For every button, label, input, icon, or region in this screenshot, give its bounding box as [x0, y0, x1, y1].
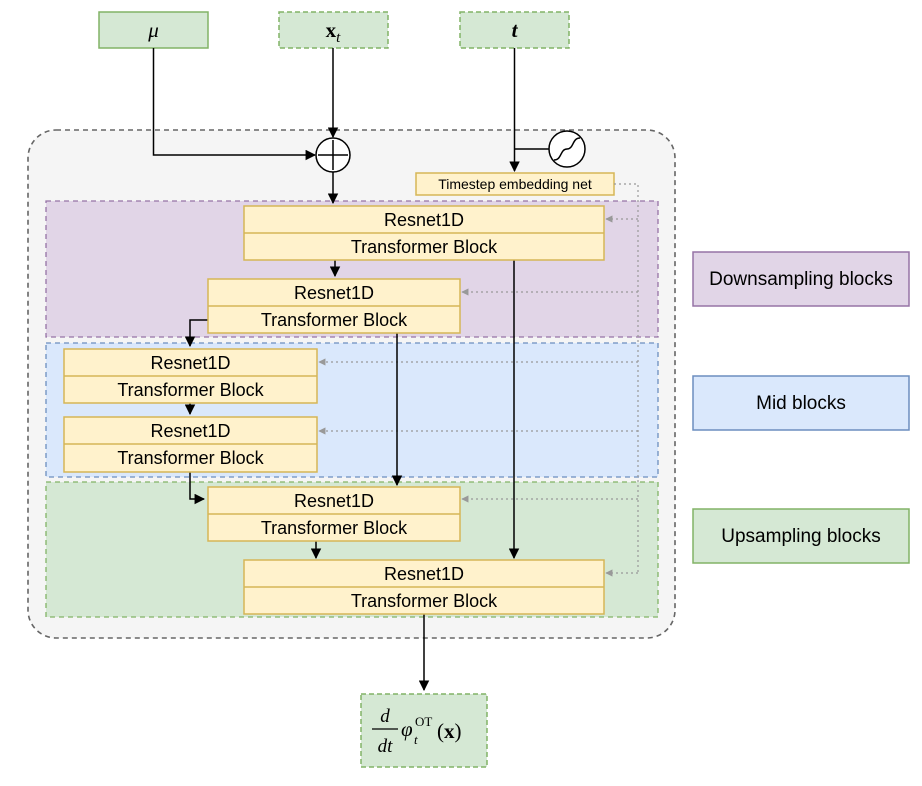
output-numerator: d: [380, 706, 390, 727]
transformer-label: Transformer Block: [261, 310, 408, 330]
input-mu-box: [98, 11, 209, 49]
output-box: [360, 693, 488, 768]
mid-block-2: Resnet1D Transformer Block: [63, 416, 318, 473]
resnet-label: Resnet1D: [294, 491, 374, 511]
down-block-2: Resnet1D Transformer Block: [207, 278, 461, 334]
output-denominator: dt: [378, 736, 394, 757]
mid-block-1: Resnet1D Transformer Block: [63, 348, 318, 404]
legend-mid-label: Mid blocks: [756, 393, 846, 414]
input-t-box: [459, 11, 570, 49]
input-mu-label: μ: [147, 18, 159, 42]
legend-downsampling-box: [692, 251, 910, 307]
legend-downsampling-label: Downsampling blocks: [709, 269, 893, 290]
resnet-label: Resnet1D: [150, 421, 230, 441]
up-block-2: Resnet1D Transformer Block: [243, 559, 605, 615]
legend-upsampling-label: Upsampling blocks: [721, 526, 880, 547]
output-formula: d dt φ OT t (x): [372, 706, 462, 757]
resnet-label: Resnet1D: [384, 564, 464, 584]
legend-upsampling-box: [692, 508, 910, 564]
edge-mu-to-sum: [152, 48, 317, 161]
input-t-label: t: [512, 18, 519, 42]
resnet-label: Resnet1D: [384, 210, 464, 230]
sinusoid-activation-icon: [548, 130, 586, 168]
embedding-feed-lines: [318, 183, 639, 577]
edge-down2-to-mid1: [184, 319, 208, 348]
transformer-label: Transformer Block: [351, 591, 498, 611]
transformer-label: Transformer Block: [117, 380, 264, 400]
legend: Downsampling blocks Mid blocks Upsamplin…: [692, 251, 910, 564]
transformer-label: Transformer Block: [261, 518, 408, 538]
transformer-label: Transformer Block: [117, 448, 264, 468]
edge-mid2-to-up1: [189, 472, 206, 505]
output-phi: φ: [401, 717, 413, 741]
resnet-label: Resnet1D: [150, 353, 230, 373]
transformer-label: Transformer Block: [351, 237, 498, 257]
output-superscript: OT: [415, 714, 432, 729]
timestep-embedding-label: Timestep embedding net: [438, 176, 592, 192]
output-subscript: t: [414, 732, 418, 747]
input-x-box: [278, 11, 389, 49]
resnet-label: Resnet1D: [294, 283, 374, 303]
input-x-label: xt: [326, 18, 342, 46]
down-block-1: Resnet1D Transformer Block: [243, 205, 605, 261]
legend-mid-box: [692, 375, 910, 431]
sum-node-icon: [315, 137, 351, 173]
up-block-1: Resnet1D Transformer Block: [207, 486, 461, 542]
output-argument: (x): [437, 719, 462, 743]
